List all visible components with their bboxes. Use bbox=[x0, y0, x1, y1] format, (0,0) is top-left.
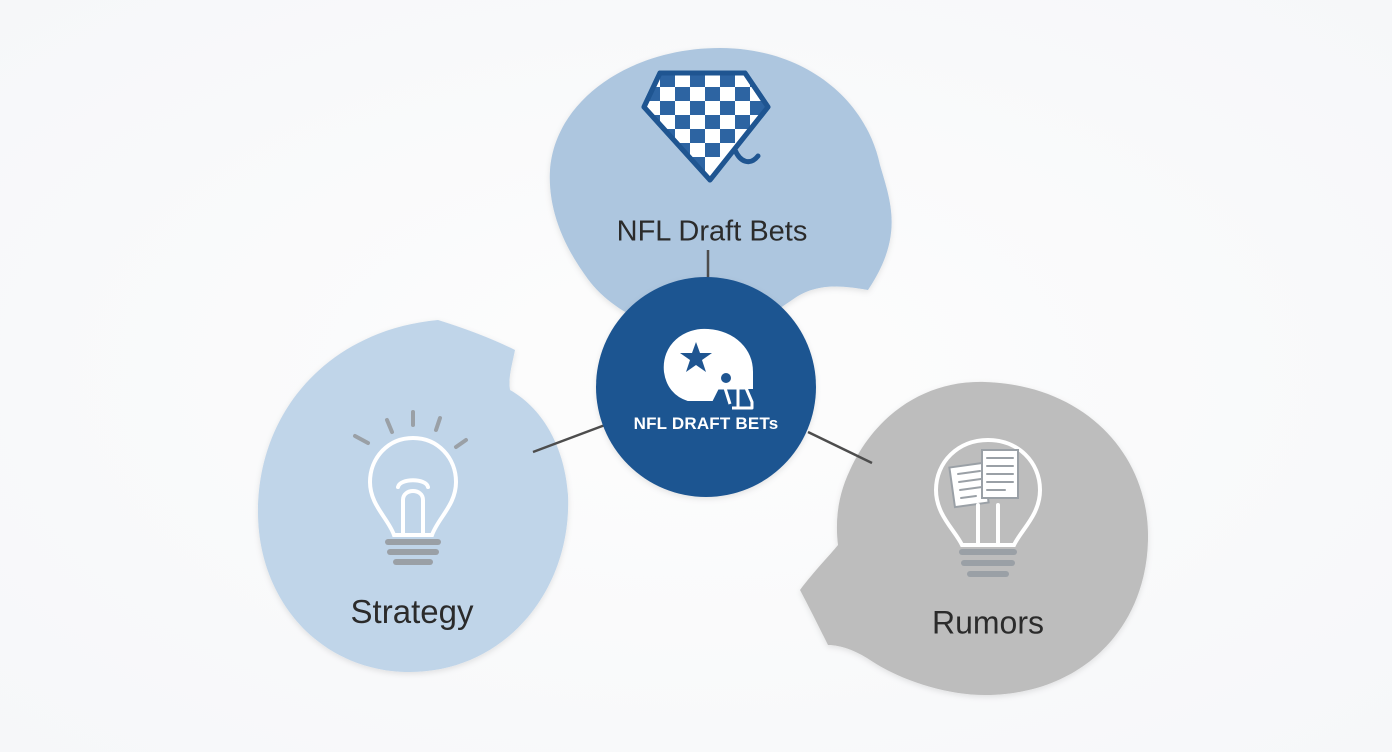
left-node-bubble bbox=[258, 320, 569, 672]
right-node-bubble bbox=[800, 381, 1149, 695]
connector-left bbox=[532, 423, 606, 454]
football-helmet-star-icon bbox=[663, 328, 754, 410]
left-node-label: Strategy bbox=[350, 593, 474, 630]
lightbulb-documents-icon bbox=[933, 437, 1043, 577]
connector-right bbox=[807, 430, 873, 465]
center-node-label: NFL DRAFT BETs bbox=[633, 414, 779, 433]
right-node-label: Rumors bbox=[931, 604, 1045, 641]
top-node-bubble bbox=[549, 48, 892, 335]
top-node-label: NFL Draft Bets bbox=[616, 215, 808, 248]
lightbulb-icon bbox=[353, 410, 468, 565]
